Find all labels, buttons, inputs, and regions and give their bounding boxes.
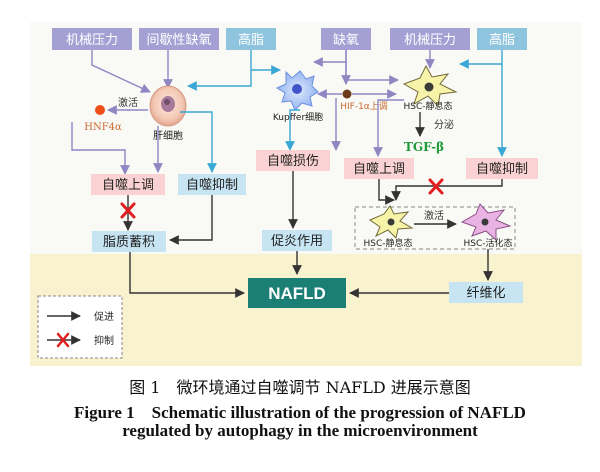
kupffer-arrows — [285, 98, 341, 151]
inhibit-right-to-inner — [391, 179, 503, 201]
hsc-quiescent-top-icon — [402, 64, 458, 108]
input-box-high-fat-right: 高脂 — [477, 28, 527, 50]
svg-text:促炎作用: 促炎作用 — [271, 234, 323, 249]
svg-text:高脂: 高脂 — [489, 32, 515, 48]
hsc-activated-icon — [460, 203, 512, 242]
inhibit-left-to-lipid — [169, 195, 213, 245]
svg-text:自噬抑制: 自噬抑制 — [186, 178, 238, 193]
caption-english-line2: regulated by autophagy in the microenvir… — [122, 421, 478, 440]
autophagy-damage-box: 自噬损伤 — [256, 150, 330, 171]
input-box-high-fat-left: 高脂 — [226, 28, 276, 50]
input-box-mech-left: 机械压力 — [52, 28, 132, 50]
hsc-activation-box — [354, 206, 516, 250]
input-box-hypoxia: 缺氧 — [321, 28, 371, 50]
hsc-top-arrows — [373, 99, 404, 157]
caption-english-line1: Figure 1 Schematic illustration of the p… — [74, 403, 526, 422]
kupffer-cell-icon — [275, 70, 319, 111]
nafld-arrows — [129, 251, 449, 298]
upper-panel-bg — [30, 22, 582, 254]
secrete-label: 分泌 — [434, 118, 454, 131]
svg-text:NAFLD: NAFLD — [268, 284, 326, 303]
hepatocyte-arrows — [71, 111, 217, 175]
kupffer-label: Kupffer细胞 — [273, 111, 323, 123]
hif-marker — [342, 89, 352, 99]
legend-promote-label: 促进 — [94, 310, 114, 323]
hsc-quiescent-top-label: HSC-静息态 — [403, 100, 452, 112]
fibrosis-box: 纤维化 — [449, 282, 523, 303]
hnf-label: HNF4α — [84, 122, 122, 133]
lipid-box: 脂质蓄积 — [92, 231, 166, 252]
autophagy-inhibit-right-box: 自噬抑制 — [466, 158, 538, 179]
caption-chinese: 图 1 微环境通过自噬调节 NAFLD 进展示意图 — [129, 378, 471, 397]
activate-label-left: 激活 — [118, 96, 138, 109]
inhibit-x-right-icon — [428, 178, 444, 195]
svg-text:机械压力: 机械压力 — [404, 33, 456, 48]
autophagy-up-right-box: 自噬上调 — [344, 158, 414, 179]
svg-text:自噬损伤: 自噬损伤 — [267, 154, 319, 169]
svg-text:自噬抑制: 自噬抑制 — [476, 162, 528, 177]
legend-inhibit-x-icon — [56, 332, 70, 348]
inhibit-x-left-icon — [120, 202, 136, 219]
hepatocyte-cell-icon — [149, 85, 187, 127]
input-box-intermittent-hypoxia: 间歇性缺氧 — [139, 28, 219, 50]
autophagy-up-left-box: 自噬上调 — [91, 174, 165, 195]
svg-text:自噬上调: 自噬上调 — [353, 162, 405, 177]
inflammation-box: 促炎作用 — [262, 230, 332, 251]
nafld-box: NAFLD — [248, 278, 346, 308]
svg-text:脂质蓄积: 脂质蓄积 — [103, 235, 155, 250]
input-box-mech-right: 机械压力 — [390, 28, 470, 50]
hepatocyte-label: 肝细胞 — [153, 129, 183, 142]
legend-inhibit-label: 抑制 — [94, 334, 114, 347]
svg-text:间歇性缺氧: 间歇性缺氧 — [146, 33, 211, 48]
hsc-quiescent-inner-icon — [368, 205, 414, 239]
input-arrows — [91, 50, 507, 157]
legend: 促进 抑制 — [37, 295, 123, 359]
hsc-quiescent-inner-label: HSC-静息态 — [363, 237, 412, 249]
svg-text:高脂: 高脂 — [238, 32, 264, 48]
hsc-activated-label: HSC-活化态 — [463, 237, 512, 249]
activate-label-inner: 激活 — [424, 209, 444, 222]
svg-text:自噬上调: 自噬上调 — [102, 178, 154, 193]
tgf-label: TGF-β — [404, 140, 444, 154]
svg-text:缺氧: 缺氧 — [333, 33, 359, 48]
svg-text:纤维化: 纤维化 — [466, 286, 505, 301]
hnf-marker — [95, 105, 105, 115]
svg-text:机械压力: 机械压力 — [66, 33, 118, 48]
hif-label: HIF-1α上调 — [340, 101, 388, 112]
autophagy-inhibit-left-box: 自噬抑制 — [178, 174, 246, 195]
up-right-to-inner — [378, 179, 395, 205]
